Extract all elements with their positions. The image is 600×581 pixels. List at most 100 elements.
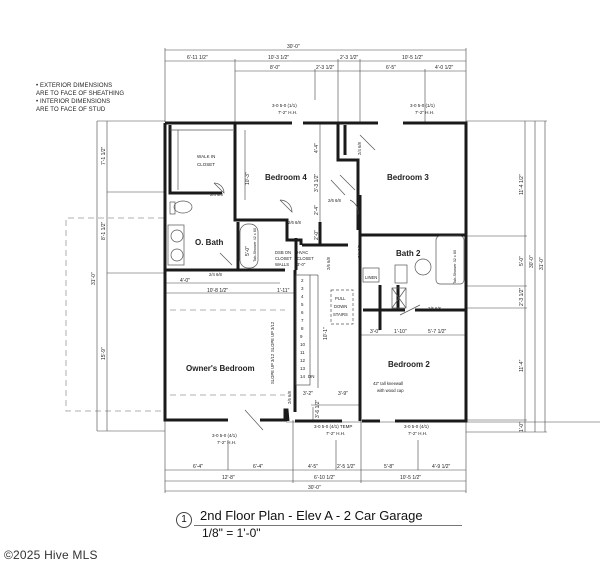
- svg-text:2/4 6/8: 2/4 6/8: [210, 192, 223, 197]
- svg-text:DOWN: DOWN: [334, 304, 347, 309]
- svg-text:4'-0 1/2": 4'-0 1/2": [435, 65, 454, 71]
- svg-text:7'-2" H.H.: 7'-2" H.H.: [326, 431, 345, 436]
- svg-text:LINEN: LINEN: [365, 275, 377, 280]
- svg-text:3-0 5-0 (4/1): 3-0 5-0 (4/1): [404, 424, 429, 429]
- svg-text:8'-1 1/2": 8'-1 1/2": [101, 221, 107, 240]
- copyright-watermark: ©2025 Hive MLS: [4, 548, 98, 562]
- svg-text:5'-0": 5'-0": [519, 256, 525, 266]
- svg-text:10'-5 1/2": 10'-5 1/2": [402, 55, 423, 61]
- svg-text:2/6 6/8: 2/6 6/8: [328, 198, 341, 203]
- svg-text:1'-0": 1'-0": [519, 422, 525, 432]
- svg-text:2/4 6/8: 2/4 6/8: [209, 272, 222, 277]
- svg-text:2/4 6/8: 2/4 6/8: [357, 142, 362, 155]
- bath-2-label: Bath 2: [396, 249, 421, 258]
- svg-text:3-0 5-0 (4/1): 3-0 5-0 (4/1): [212, 433, 237, 438]
- svg-text:42" tall kneewall: 42" tall kneewall: [373, 381, 403, 386]
- svg-text:31'-0": 31'-0": [539, 257, 545, 270]
- svg-text:30'-0": 30'-0": [287, 44, 300, 50]
- svg-text:3'-0": 3'-0": [370, 329, 380, 335]
- svg-text:5: 5: [301, 302, 304, 307]
- svg-text:10: 10: [300, 342, 306, 347]
- svg-text:2'-3 1/2": 2'-3 1/2": [316, 65, 335, 71]
- dimension-notes: • EXTERIOR DIMENSIONS ARE TO FACE OF SHE…: [36, 83, 125, 113]
- svg-text:6: 6: [301, 310, 304, 315]
- svg-text:2'-3 1/2": 2'-3 1/2": [519, 287, 525, 306]
- svg-text:1'-10": 1'-10": [394, 329, 407, 335]
- svg-text:3'-3 1/2": 3'-3 1/2": [314, 173, 320, 192]
- svg-text:SLOPE UP 3/12: SLOPE UP 3/12: [270, 353, 275, 384]
- svg-text:6'-5": 6'-5": [386, 65, 396, 71]
- svg-text:14: 14: [300, 374, 306, 379]
- room-labels: WALK IN CLOSET Bedroom 4 Bedroom 3 O. Ba…: [186, 154, 430, 373]
- svg-text:3-0 5-0 (1/1): 3-0 5-0 (1/1): [272, 103, 297, 108]
- dimension-labels: 30'-0" 6'-11 1/2" 10'-3 1/2" 2'-3 1/2" 1…: [91, 44, 545, 491]
- svg-text:Tub-Shower 32 x 60: Tub-Shower 32 x 60: [453, 250, 457, 284]
- svg-text:3'-0": 3'-0": [297, 262, 306, 267]
- svg-text:2: 2: [301, 278, 304, 283]
- svg-text:10'-1": 10'-1": [323, 327, 329, 340]
- svg-text:8'-0": 8'-0": [270, 65, 280, 71]
- svg-text:6'-4": 6'-4": [253, 464, 263, 470]
- svg-text:13: 13: [300, 366, 306, 371]
- svg-text:4: 4: [301, 294, 304, 299]
- stair-steps: 2 3 4 5 6 7 8 9 10 11 12 13 14 DN: [300, 278, 315, 379]
- bedroom-3-label: Bedroom 3: [387, 173, 429, 182]
- svg-text:4'-0": 4'-0": [180, 278, 190, 284]
- svg-text:4'-9 1/2": 4'-9 1/2": [432, 464, 451, 470]
- small-labels: LINEN PULL DOWN STAIRS DSB ON CLOSET WAL…: [275, 250, 404, 393]
- svg-text:12: 12: [300, 358, 306, 363]
- svg-text:30'-0": 30'-0": [529, 255, 535, 268]
- svg-text:6'-10 1/2": 6'-10 1/2": [314, 475, 335, 481]
- svg-text:3-0 5-0 (1/1): 3-0 5-0 (1/1): [410, 103, 435, 108]
- svg-text:12'-8": 12'-8": [222, 475, 235, 481]
- svg-text:with wood cap: with wood cap: [377, 388, 404, 393]
- bedroom-4-label: Bedroom 4: [265, 173, 307, 182]
- svg-text:6'-11 1/2": 6'-11 1/2": [187, 55, 208, 61]
- svg-text:30'-0": 30'-0": [308, 485, 321, 491]
- svg-text:7: 7: [301, 318, 304, 323]
- svg-text:11: 11: [300, 350, 305, 355]
- svg-text:2'-4": 2'-4": [314, 205, 320, 215]
- svg-text:2/4 6/8: 2/4 6/8: [357, 245, 362, 258]
- svg-text:10'-5 1/2": 10'-5 1/2": [400, 475, 421, 481]
- svg-text:2/6 6/8: 2/6 6/8: [288, 220, 301, 225]
- svg-text:2'-0": 2'-0": [314, 230, 320, 240]
- owners-bedroom-label: Owner's Bedroom: [186, 364, 255, 373]
- svg-text:7'-1 1/2": 7'-1 1/2": [101, 146, 107, 165]
- svg-text:6'-4": 6'-4": [193, 464, 203, 470]
- svg-text:2'-3 1/2": 2'-3 1/2": [340, 55, 359, 61]
- svg-text:8: 8: [301, 326, 304, 331]
- svg-text:1'-11": 1'-11": [277, 288, 290, 294]
- svg-text:4'-5": 4'-5": [308, 464, 318, 470]
- drawing-title: 2nd Floor Plan - Elev A - 2 Car Garage: [200, 508, 423, 523]
- drawing-title-block: 1 2nd Floor Plan - Elev A - 2 Car Garage…: [176, 508, 476, 542]
- svg-text:5'-0": 5'-0": [245, 246, 251, 256]
- fixtures: [167, 129, 465, 431]
- svg-text:PULL: PULL: [335, 296, 346, 301]
- svg-text:HVAC: HVAC: [297, 250, 308, 255]
- svg-text:2/6 6/8: 2/6 6/8: [357, 202, 362, 215]
- svg-text:WALLS: WALLS: [275, 262, 289, 267]
- svg-text:3'-9": 3'-9": [338, 391, 348, 397]
- svg-text:7'-2" H.H.: 7'-2" H.H.: [217, 440, 236, 445]
- svg-text:3'-2": 3'-2": [303, 391, 313, 397]
- svg-text:2/6 6/8: 2/6 6/8: [287, 391, 292, 404]
- svg-text:7'-2" H.H.: 7'-2" H.H.: [408, 431, 427, 436]
- title-divider: [194, 525, 462, 526]
- svg-text:11'-4": 11'-4": [519, 359, 525, 372]
- svg-text:2'-5 1/2": 2'-5 1/2": [337, 464, 356, 470]
- svg-text:CLOSET: CLOSET: [297, 256, 314, 261]
- drawing-number-badge: 1: [176, 512, 192, 528]
- svg-text:3: 3: [301, 286, 304, 291]
- svg-text:DN: DN: [308, 374, 315, 379]
- drawing-scale: 1/8" = 1'-0": [202, 526, 261, 540]
- svg-text:31'-0": 31'-0": [91, 272, 97, 285]
- svg-text:10'-3 1/2": 10'-3 1/2": [268, 55, 289, 61]
- garage-outline: [65, 217, 285, 412]
- svg-text:15'-9": 15'-9": [101, 347, 107, 360]
- svg-text:10'-3": 10'-3": [245, 172, 251, 185]
- door-labels: 2/4 6/8 2/6 6/8 2/6 6/8 2/4 6/8 2/6 6/8 …: [209, 142, 457, 404]
- svg-text:CLOSET: CLOSET: [197, 162, 215, 167]
- svg-text:2/6 6/8: 2/6 6/8: [428, 306, 441, 311]
